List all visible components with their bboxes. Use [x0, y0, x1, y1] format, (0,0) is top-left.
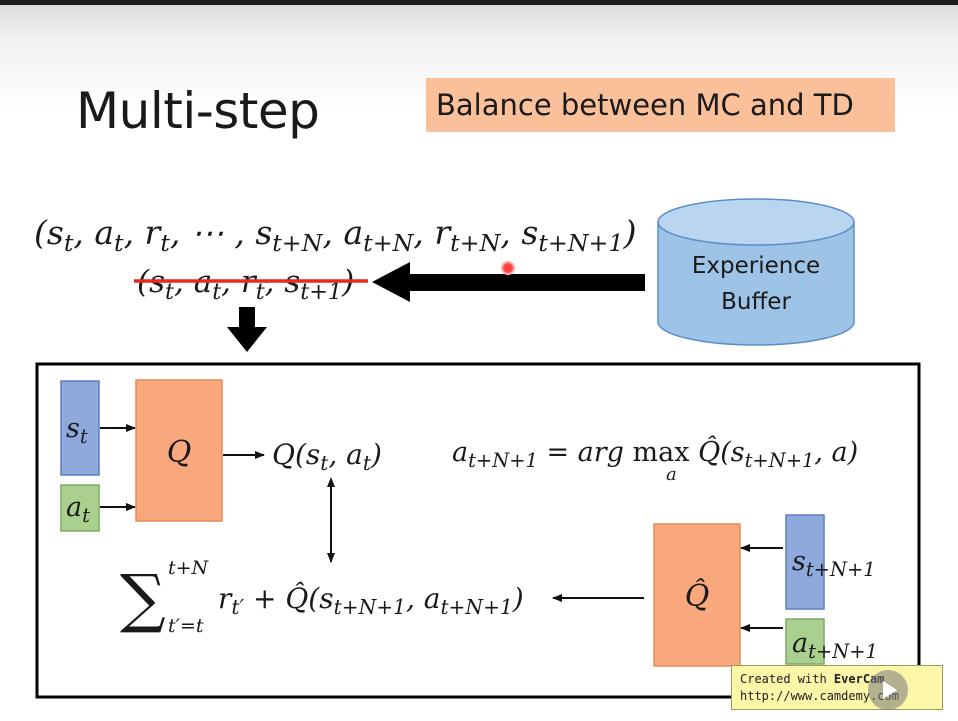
sum-lower-limit: t′=t: [168, 615, 204, 637]
buffer-arrow-shaft: [405, 274, 645, 291]
next-state-input-box: [785, 514, 825, 610]
slide-title: Multi-step: [76, 82, 320, 140]
watermark-url: http://www.camdemy.com: [740, 689, 899, 703]
evercam-watermark[interactable]: Created with EverCam http://www.camdemy.…: [731, 665, 943, 710]
q-network-box: [135, 379, 223, 522]
next-action-input-box: [785, 618, 825, 665]
target-network-label: Q̂: [685, 579, 710, 614]
action-select-formula: at+N+1 = arg max Q̂(st+N+1, a): [452, 435, 858, 472]
sum-upper-limit: t+N: [168, 557, 210, 579]
experience-buffer-cylinder: [657, 198, 855, 346]
down-arrow-head: [227, 327, 267, 352]
down-arrow-shaft: [239, 307, 255, 329]
q-network-label: Q: [167, 435, 192, 470]
action-input-box: [60, 484, 100, 532]
buffer-arrow-head: [372, 262, 410, 302]
sequence-formula: (st, at, rt, ⋯ , st+N, at+N, rt+N, st+N+…: [34, 213, 636, 257]
balance-banner: Balance between MC and TD: [426, 78, 895, 132]
buffer-label-line1: Experience: [692, 253, 820, 279]
struck-tuple: (st, at, rt, st+1): [137, 264, 354, 305]
target-network-box: [653, 523, 741, 667]
argmax-subscript: a: [666, 464, 677, 485]
watermark-prefix: Created with: [740, 672, 834, 686]
top-edge-bar: [0, 0, 958, 5]
buffer-label-line2: Buffer: [721, 289, 791, 315]
play-icon[interactable]: [868, 670, 908, 710]
summation-sign: ∑: [120, 562, 166, 636]
state-input-box: [60, 380, 100, 476]
pointer-dot: [501, 261, 515, 275]
